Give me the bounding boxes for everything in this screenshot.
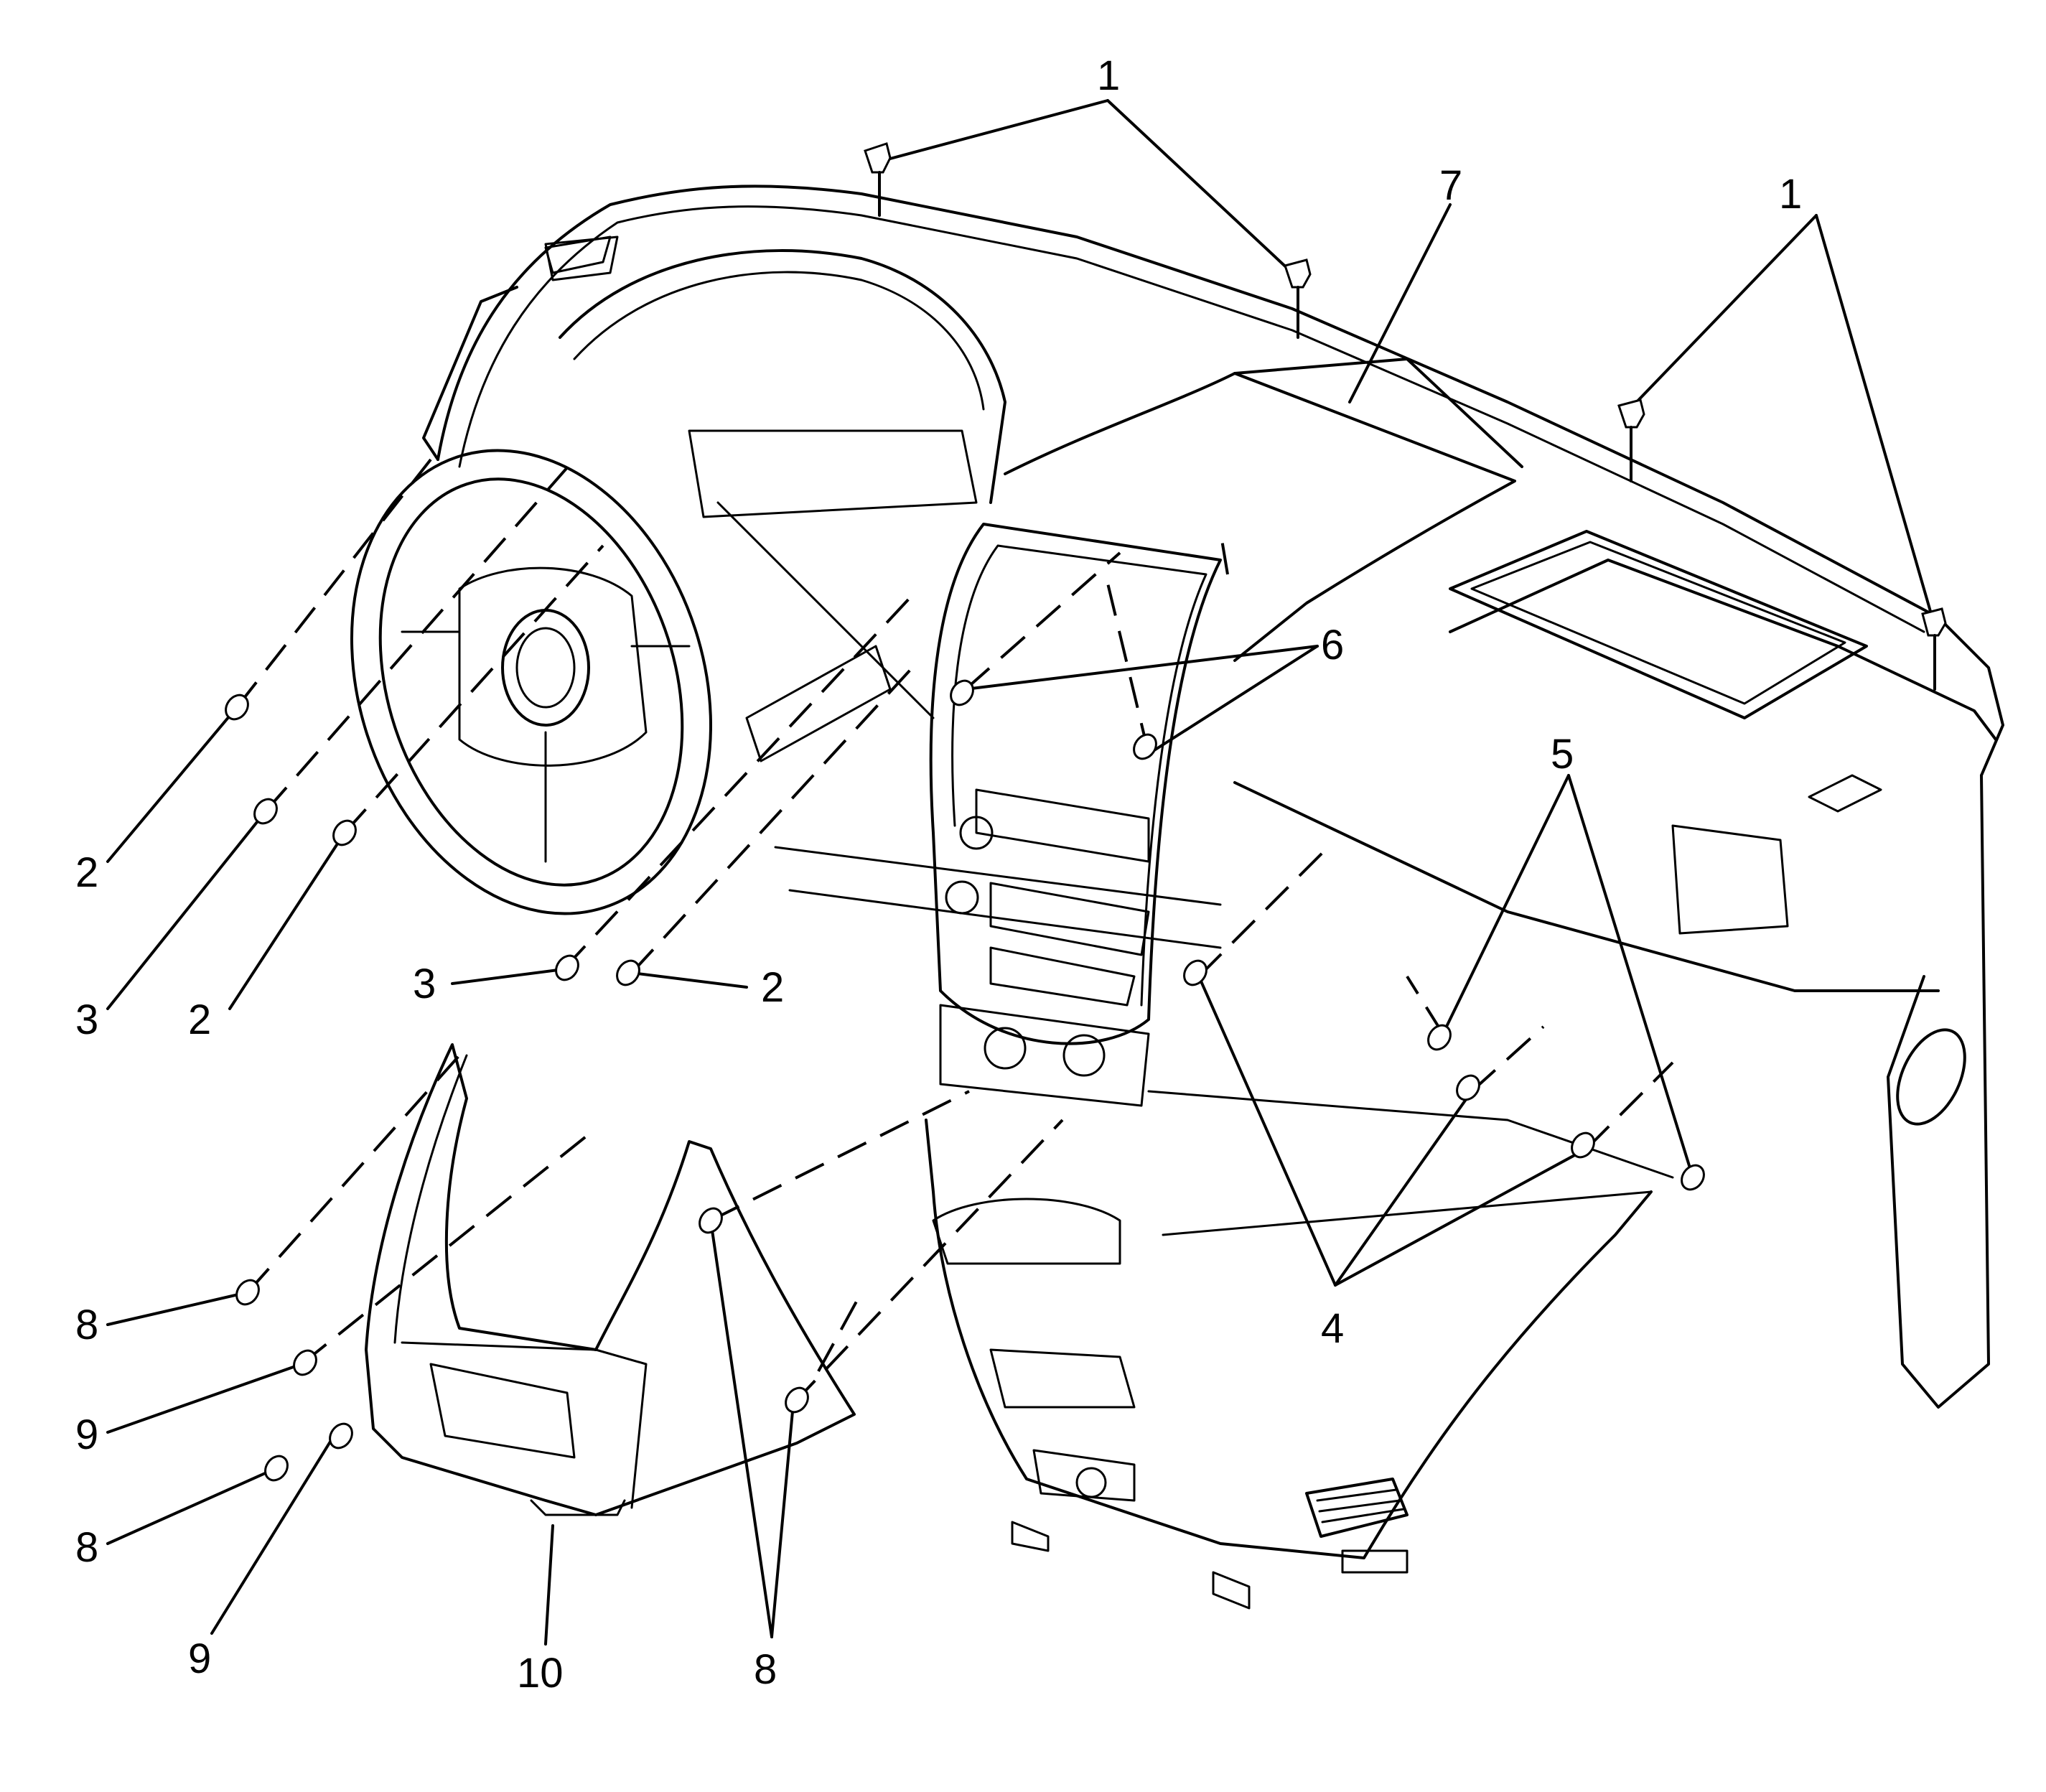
callout-7: 7 [1439, 162, 1462, 209]
bolt-fastener [332, 819, 357, 846]
callout-9-upper: 9 [75, 1411, 98, 1458]
pushpin-fastener [1921, 607, 1947, 691]
bolt-fastener [555, 954, 579, 981]
bolt-fastener [1456, 1074, 1480, 1101]
bolt-fastener [329, 1422, 353, 1450]
callout-8-lower: 8 [75, 1524, 98, 1571]
center-console [925, 1090, 1674, 1610]
callout-9-lower: 9 [188, 1635, 211, 1682]
steering-wheel [350, 449, 712, 915]
callout-5: 5 [1551, 731, 1574, 778]
callout-4: 4 [1321, 1305, 1344, 1352]
bolt-fastener [785, 1386, 809, 1414]
center-stack [929, 523, 1222, 1107]
bolt-fastener [1427, 1024, 1452, 1051]
bolt-fastener [235, 1279, 260, 1306]
callout-2-center: 2 [761, 964, 784, 1011]
callout-2-left: 2 [188, 997, 211, 1043]
bolt-fastener [1571, 1131, 1595, 1159]
bolt-fastener [1183, 959, 1207, 986]
callout-10: 10 [517, 1650, 564, 1697]
callout-labels: 1 7 1 6 5 2 3 2 3 2 4 8 9 8 9 10 8 [75, 52, 1802, 1697]
bolt-fastener [1681, 1164, 1705, 1191]
callout-1-top: 1 [1097, 52, 1120, 99]
callout-8-bottom: 8 [754, 1646, 777, 1693]
callout-3-center: 3 [413, 961, 436, 1007]
pushpin-fastener [1617, 398, 1645, 482]
leader-lines [106, 99, 1933, 1646]
callout-1-right: 1 [1779, 171, 1802, 218]
callout-2-far-left: 2 [75, 849, 98, 896]
bolt-fastener [1133, 733, 1157, 760]
callout-6: 6 [1321, 622, 1344, 668]
pushpin-fastener [1284, 258, 1312, 339]
fasteners [225, 142, 1947, 1482]
callout-3-far-left: 3 [75, 997, 98, 1043]
callout-8-upper: 8 [75, 1302, 98, 1348]
bolt-fastener [950, 679, 974, 706]
instrument-panel-upper [422, 185, 2004, 1409]
bolt-fastener [253, 798, 278, 825]
bolt-fastener [264, 1455, 289, 1482]
bolt-fastener [225, 694, 249, 721]
bolt-fastener [616, 959, 640, 986]
bolt-fastener [293, 1349, 317, 1376]
pushpin-fastener [864, 142, 892, 217]
lower-trim-panel [365, 1043, 856, 1516]
bolt-fastener [699, 1207, 723, 1234]
